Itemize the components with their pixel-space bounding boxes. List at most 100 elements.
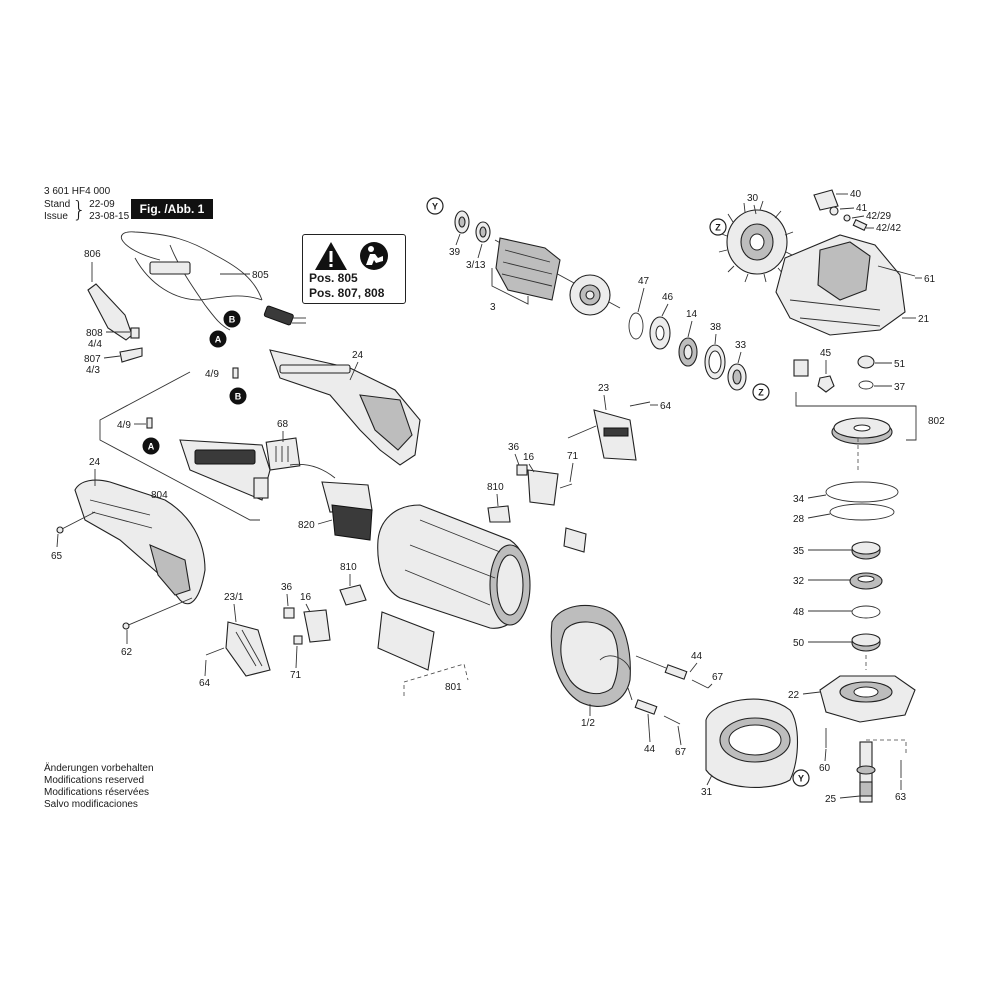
svg-text:Y: Y <box>798 774 804 784</box>
issue-label: Issue <box>44 211 68 222</box>
long-screw <box>122 597 193 630</box>
part-label: 25 <box>825 794 837 805</box>
sensor-plate <box>265 437 301 471</box>
part-label: 28 <box>793 514 805 525</box>
washer <box>649 316 671 350</box>
part-label: 30 <box>747 193 759 204</box>
screw <box>825 728 902 778</box>
bearing <box>678 337 698 367</box>
snap-ring <box>858 380 874 390</box>
part-label: 810 <box>487 482 504 493</box>
part-label: 31 <box>701 787 713 798</box>
callout-marker: Z <box>752 383 770 401</box>
part-label: 4/4 <box>88 339 102 350</box>
revision-info: Stand Issue } 22-09 23-08-15 <box>44 199 129 223</box>
part-label: 39 <box>449 247 461 258</box>
switch-assembly <box>179 439 271 501</box>
part-label: 36 <box>508 442 520 453</box>
ring <box>704 344 726 380</box>
brace-icon: } <box>72 198 87 223</box>
callout-marker: B <box>223 310 241 328</box>
snap-ring <box>851 605 881 619</box>
snap-ring <box>628 312 644 340</box>
issue-value: 23-08-15 <box>89 211 130 222</box>
fan <box>718 200 795 283</box>
bearing <box>857 355 875 369</box>
part-label: 44 <box>644 744 656 755</box>
part-label: 67 <box>712 672 724 683</box>
seal-ring <box>727 363 747 391</box>
part-label: 3 <box>490 302 496 313</box>
svg-text:Z: Z <box>715 223 721 233</box>
part-number: 3 601 HF4 000 <box>44 186 111 197</box>
part-label: 64 <box>660 401 672 412</box>
part-label: 24 <box>352 350 364 361</box>
power-cable <box>121 231 306 331</box>
part-label: 36 <box>281 582 293 593</box>
part-label: 23 <box>598 383 610 394</box>
part-label: 4/9 <box>205 369 219 380</box>
brush-holder <box>283 607 331 645</box>
side-plate <box>225 621 271 677</box>
part-label: 34 <box>793 494 805 505</box>
screw <box>56 511 96 534</box>
warning-icon <box>315 242 347 270</box>
part-label: 61 <box>924 274 936 285</box>
cable-clamp <box>119 327 143 363</box>
part-label: 71 <box>567 451 579 462</box>
part-label: 46 <box>662 292 674 303</box>
part-label: 820 <box>298 520 315 531</box>
stand-label: Stand <box>44 199 71 210</box>
flange-assembly <box>831 417 893 445</box>
bearing <box>851 541 881 560</box>
electronics-module <box>289 463 373 541</box>
part-label: 64 <box>199 678 211 689</box>
callout-marker: B <box>229 387 247 405</box>
part-label: 805 <box>252 270 269 281</box>
part-label: 37 <box>894 382 906 393</box>
part-label: 807 <box>84 354 101 365</box>
brush <box>634 664 688 715</box>
screw <box>877 265 916 277</box>
footer-line: Änderungen vorbehalten <box>44 763 154 774</box>
handle-grip <box>74 479 206 605</box>
callout-marker: A <box>209 330 227 348</box>
part-label: 804 <box>151 490 168 501</box>
part-label: 23/1 <box>224 592 244 603</box>
side-plate <box>593 409 637 461</box>
screw <box>146 367 239 429</box>
fan-guard-ring <box>705 698 798 788</box>
lock-button <box>813 189 868 231</box>
bearing <box>454 210 470 234</box>
callout-marker: Z <box>709 218 727 236</box>
callout-marker: Y <box>426 197 444 215</box>
part-label: 63 <box>895 792 907 803</box>
part-label: 67 <box>675 747 687 758</box>
warning-box: Pos. 805 Pos. 807, 808 <box>302 234 406 304</box>
part-label: 21 <box>918 314 930 325</box>
part-label: 3/13 <box>466 260 486 271</box>
part-label: 38 <box>710 322 722 333</box>
part-label: 42/42 <box>876 223 901 234</box>
svg-text:A: A <box>215 335 222 345</box>
part-label: 32 <box>793 576 805 587</box>
warning-line-2: Pos. 807, 808 <box>309 286 385 300</box>
svg-text:Z: Z <box>758 388 764 398</box>
read-manual-icon <box>360 242 388 270</box>
part-label: 50 <box>793 638 805 649</box>
part-label: 4/3 <box>86 365 100 376</box>
motor-housing <box>377 504 531 629</box>
callout-marker: A <box>142 437 160 455</box>
svg-text:Y: Y <box>432 202 438 212</box>
svg-text:B: B <box>229 315 236 325</box>
gear-head <box>775 234 906 336</box>
bearing <box>475 221 491 243</box>
part-label: 47 <box>638 276 650 287</box>
part-label: 24 <box>89 457 101 468</box>
part-label: 16 <box>300 592 312 603</box>
callout-marker: Y <box>792 769 810 787</box>
housing-half-upper <box>269 349 421 466</box>
screw <box>629 401 651 407</box>
part-label: 51 <box>894 359 906 370</box>
